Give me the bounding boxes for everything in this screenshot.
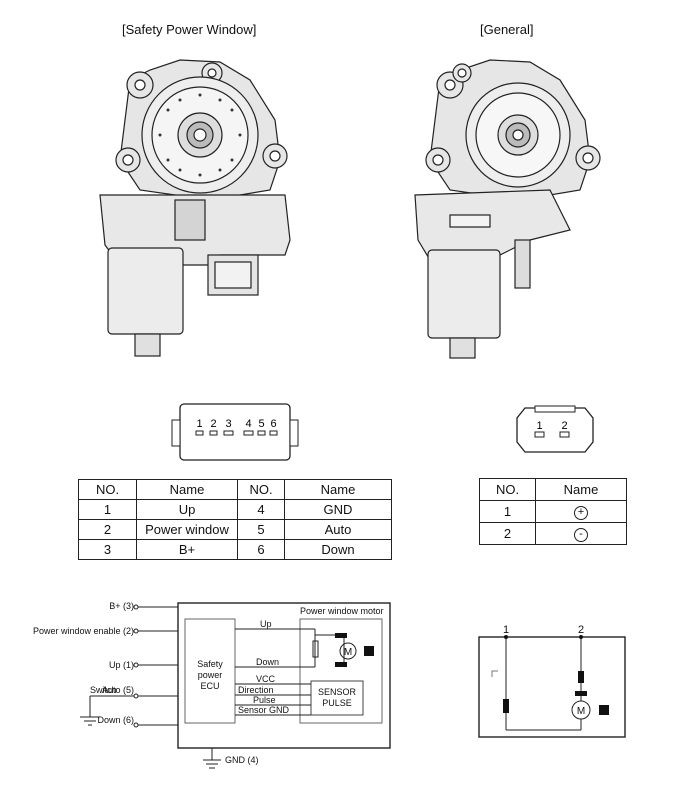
sensor-label-1: SENSOR: [318, 687, 357, 697]
table-header-row: NO. Name: [479, 478, 627, 501]
table-cell: 5: [237, 519, 285, 540]
terminal-2-label: 2: [578, 624, 584, 636]
col-header-no: NO.: [479, 478, 536, 501]
general-motor-illustration: [414, 59, 601, 359]
table-cell: 1: [78, 499, 137, 520]
ecu-label-1: Safety: [197, 659, 223, 669]
table-cell: Up: [136, 499, 238, 520]
label-b-plus: B+ (3): [109, 601, 134, 611]
table-cell: Power window: [136, 519, 238, 540]
safety-title: [Safety Power Window]: [122, 22, 257, 37]
label-up: Up (1): [109, 660, 134, 670]
general-pin-table: NO. Name 1 + 2 -: [479, 478, 627, 545]
general-title: [General]: [480, 22, 534, 37]
safety-pin-6: 6: [270, 418, 276, 430]
table-cell: 6: [237, 539, 285, 560]
safety-circuit-diagram: B+ (3) Power window enable (2) Up (1) Sw…: [33, 601, 391, 769]
col-header-name: Name: [535, 478, 627, 501]
table-row: 1 Up 4 GND: [78, 499, 392, 520]
table-cell: 4: [237, 499, 285, 520]
sensor-label-2: PULSE: [322, 698, 352, 708]
table-header-row: NO. Name NO. Name: [78, 479, 392, 500]
terminal-1-label: 1: [503, 624, 509, 636]
table-row: 1 +: [479, 500, 627, 523]
safety-pin-1: 1: [196, 418, 202, 430]
table-cell: Down: [284, 539, 392, 560]
signal-down: Down: [256, 657, 279, 667]
table-cell: 2: [479, 522, 536, 545]
signal-up: Up: [260, 619, 272, 629]
label-down: Down (6): [97, 715, 134, 725]
table-cell: 2: [78, 519, 137, 540]
table-cell: +: [535, 500, 627, 523]
label-switch: Switch: [90, 685, 117, 695]
label-motor-box: Power window motor: [300, 606, 384, 616]
col-header-no: NO.: [237, 479, 285, 500]
table-cell: 1: [479, 500, 536, 523]
table-cell: 3: [78, 539, 137, 560]
minus-terminal-symbol: -: [574, 528, 588, 542]
motor-symbol-label: M: [344, 647, 352, 658]
safety-pin-4: 4: [245, 418, 251, 430]
general-connector-face: 1 2: [516, 405, 594, 453]
safety-connector-face: 1 2 3 4 5 6: [171, 403, 299, 461]
general-circuit-diagram: 1 2 M: [478, 624, 626, 738]
safety-pin-5: 5: [258, 418, 264, 430]
signal-sensor-gnd: Sensor GND: [238, 705, 290, 715]
col-header-name: Name: [136, 479, 238, 500]
signal-pulse: Pulse: [253, 695, 276, 705]
table-cell: Auto: [284, 519, 392, 540]
ecu-label-3: ECU: [200, 681, 219, 691]
safety-pin-2: 2: [210, 418, 216, 430]
table-cell: B+: [136, 539, 238, 560]
plus-terminal-symbol: +: [574, 506, 588, 520]
col-header-no: NO.: [78, 479, 137, 500]
table-cell: GND: [284, 499, 392, 520]
ecu-label-2: power: [198, 670, 223, 680]
motor-symbol-label: M: [577, 706, 585, 717]
label-gnd: GND (4): [225, 755, 259, 765]
signal-direction: Direction: [238, 685, 274, 695]
signal-vcc: VCC: [256, 674, 276, 684]
safety-motor-illustration: [99, 59, 291, 357]
safety-pin-3: 3: [225, 418, 231, 430]
general-pin-1: 1: [536, 420, 542, 432]
table-cell: -: [535, 522, 627, 545]
safety-pin-table: NO. Name NO. Name 1 Up 4 GND 2 Power win…: [78, 479, 392, 560]
col-header-name: Name: [284, 479, 392, 500]
label-enable: Power window enable (2): [33, 626, 134, 636]
table-row: 3 B+ 6 Down: [78, 539, 392, 560]
general-pin-2: 2: [561, 420, 567, 432]
label-auto: Auto (5): [102, 685, 134, 695]
table-row: 2 Power window 5 Auto: [78, 519, 392, 540]
table-row: 2 -: [479, 522, 627, 545]
